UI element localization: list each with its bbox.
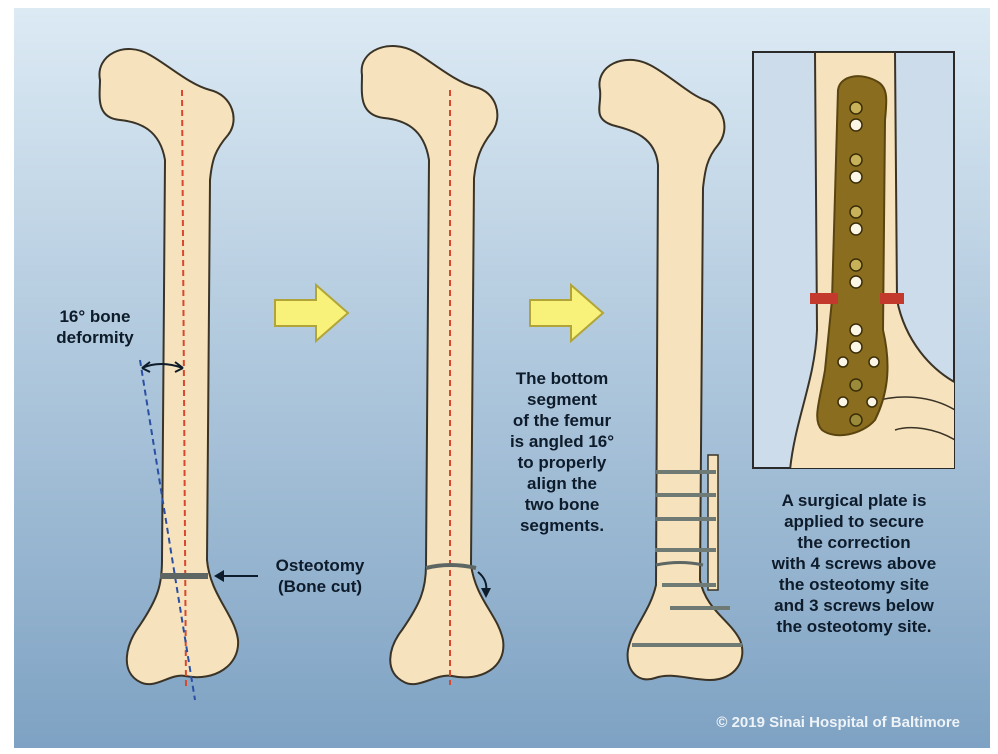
label-bottom-segment: The bottom segment of the femur is angle… (493, 368, 631, 536)
label-surgical-plate: A surgical plate is applied to secure th… (738, 490, 970, 637)
copyright-notice: © 2019 Sinai Hospital of Baltimore (620, 714, 960, 731)
inset-osteotomy-mark-right (880, 293, 904, 304)
plate-closeup-inset (753, 52, 960, 470)
label-osteotomy: Osteotomy (Bone cut) (250, 555, 390, 597)
inset-osteotomy-mark-left (810, 293, 838, 304)
label-deformity: 16° bone deformity (30, 306, 160, 348)
osteotomy-cut-1 (160, 573, 208, 579)
